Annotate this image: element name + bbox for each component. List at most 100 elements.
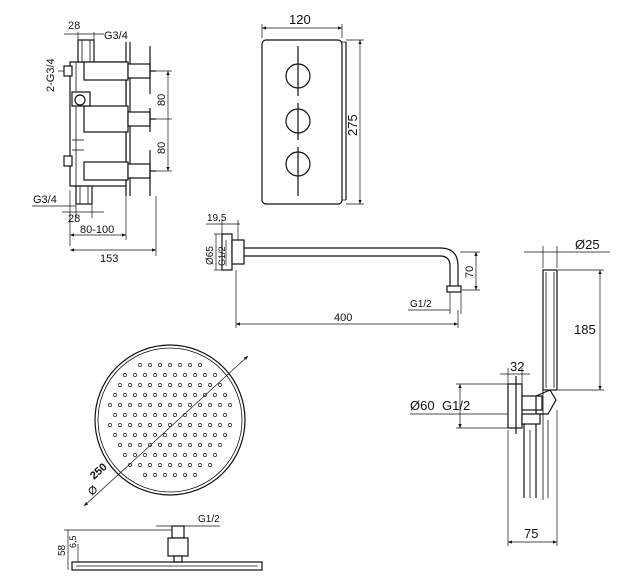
nozzle-dot [173,373,177,377]
nozzle-dot [183,433,187,437]
nozzle-dot [128,423,132,427]
nozzle-dot [133,413,137,417]
nozzle-dot [153,373,157,377]
nozzle-dot [198,443,202,447]
arm-flange-dia-label: Ø65 [205,246,216,265]
nozzle-dot [203,373,207,377]
handshower: Ø25 185 32 Ø60 G1/2 75 [410,237,610,546]
nozzle-dot [163,433,167,437]
nozzle-dot [183,393,187,397]
nozzle-dot [193,413,197,417]
nozzle-dot [163,393,167,397]
handshower-dia-label: Ø25 [575,237,600,252]
plate-height-label: 275 [345,114,360,136]
nozzle-dot [218,423,222,427]
holder-width-label: 75 [524,526,538,541]
nozzle-dot [173,453,177,457]
nozzle-dot [193,473,197,477]
nozzle-dot [198,463,202,467]
nozzle-dot [168,383,172,387]
nozzle-dot [113,393,117,397]
nozzle-dot [108,423,112,427]
nozzle-dot [208,423,212,427]
nozzle-dot [128,443,132,447]
nozzle-dot [193,433,197,437]
shower-head-nozzles [108,363,232,477]
nozzle-dot [123,433,127,437]
nozzle-dot [138,383,142,387]
nozzle-dot [168,363,172,367]
nozzle-dot [173,433,177,437]
nozzle-dot [118,403,122,407]
nozzle-dot [168,403,172,407]
nozzle-dot [183,453,187,457]
nozzle-dot [208,443,212,447]
nozzle-dot [133,393,137,397]
nozzle-dot [173,393,177,397]
nozzle-dot [198,423,202,427]
shower-arm: 19,5 Ø65 G1/2 70 G1/2 400 [205,213,480,328]
nozzle-dot [203,453,207,457]
nozzle-dot [108,403,112,407]
nozzle-dot [183,473,187,477]
nozzle-dot [203,413,207,417]
nozzle-dot [143,413,147,417]
nozzle-dot [188,463,192,467]
nozzle-dot [178,443,182,447]
nozzle-dot [138,423,142,427]
nozzle-dot [218,383,222,387]
nozzle-dot [213,373,217,377]
nozzle-dot [143,373,147,377]
nozzle-dot [153,413,157,417]
arm-length-label: 400 [334,312,352,324]
nozzle-dot [178,363,182,367]
nozzle-dot [143,453,147,457]
nozzle-dot [198,363,202,367]
nozzle-dot [158,403,162,407]
nozzle-dot [118,423,122,427]
nozzle-dot [153,473,157,477]
shower-head-top-view: Ø 250 [83,344,249,507]
nozzle-dot [158,463,162,467]
nozzle-dot [213,453,217,457]
head-dia-label: 250 [88,461,110,482]
nozzle-dot [213,433,217,437]
nozzle-dot [123,413,127,417]
arm-outlet-thread-label: G1/2 [410,299,432,310]
head-thread-label: G1/2 [198,514,220,525]
nozzle-dot [208,463,212,467]
nozzle-dot [118,443,122,447]
nozzle-dot [188,363,192,367]
nozzle-dot [163,473,167,477]
nozzle-dot [203,433,207,437]
nozzle-dot [188,423,192,427]
nozzle-dot [223,393,227,397]
nozzle-dot [178,403,182,407]
valve-plate-front: 120 275 [261,12,364,205]
head-dia-symbol-label: Ø [86,483,101,498]
nozzle-dot [138,403,142,407]
shower-head-side-view: G1/2 58 6,5 [57,514,263,571]
nozzle-dot [168,463,172,467]
handshower-length-label: 185 [574,322,596,337]
arm-flange-depth-label: 19,5 [207,213,227,224]
nozzle-dot [153,393,157,397]
nozzle-dot [158,423,162,427]
nozzle-dot [113,413,117,417]
valve-side-view: 28 G3/4 2-G3/4 80 80 G3/4 28 80-100 153 [32,20,172,265]
nozzle-dot [133,433,137,437]
nozzle-dot [213,393,217,397]
nozzle-dot [128,383,132,387]
holder-thread-label: G1/2 [442,398,470,413]
nozzle-dot [198,383,202,387]
arm-flange-thread-label: G1/2 [217,246,227,266]
nozzle-dot [188,443,192,447]
nozzle-dot [163,373,167,377]
valve-bottom-width-label: 28 [68,213,80,225]
nozzle-dot [138,463,142,467]
nozzle-dot [223,413,227,417]
nozzle-dot [148,383,152,387]
nozzle-dot [148,463,152,467]
nozzle-dot [218,443,222,447]
